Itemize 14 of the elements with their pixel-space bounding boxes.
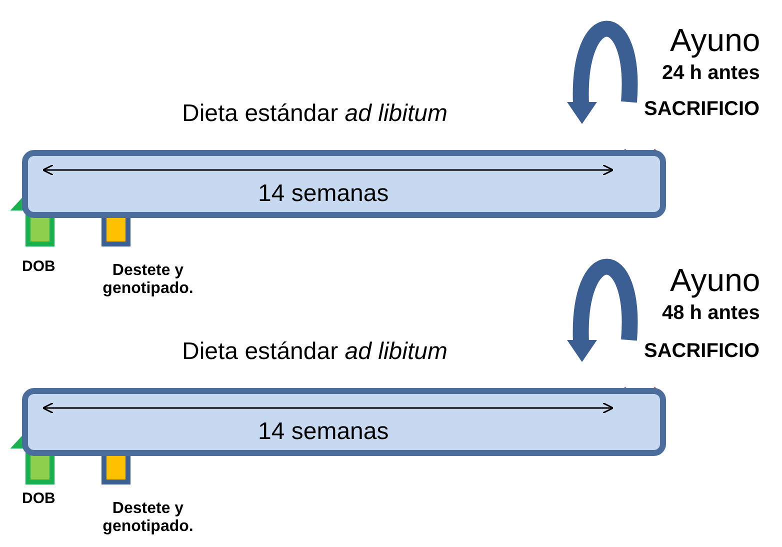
sacrifice-label: SACRIFICIO: [644, 340, 761, 363]
diet-heading: Dieta estándar ad libitum: [182, 100, 448, 128]
fasting-time-label: 48 h antes: [662, 302, 761, 325]
weaning-label: Destete y genotipado.: [102, 500, 194, 536]
diet-heading: Dieta estándar ad libitum: [182, 338, 448, 366]
fasting-label: Ayuno: [670, 262, 762, 299]
duration-label: 14 semanas: [258, 418, 389, 446]
birth-label: DOB: [22, 490, 56, 507]
sacrifice-label: SACRIFICIO: [644, 98, 761, 121]
weaning-label: Destete y genotipado.: [102, 262, 194, 298]
duration-label: 14 semanas: [258, 180, 389, 208]
fasting-time-label: 24 h antes: [662, 62, 761, 85]
birth-label: DOB: [22, 258, 56, 275]
fasting-label: Ayuno: [670, 22, 762, 59]
